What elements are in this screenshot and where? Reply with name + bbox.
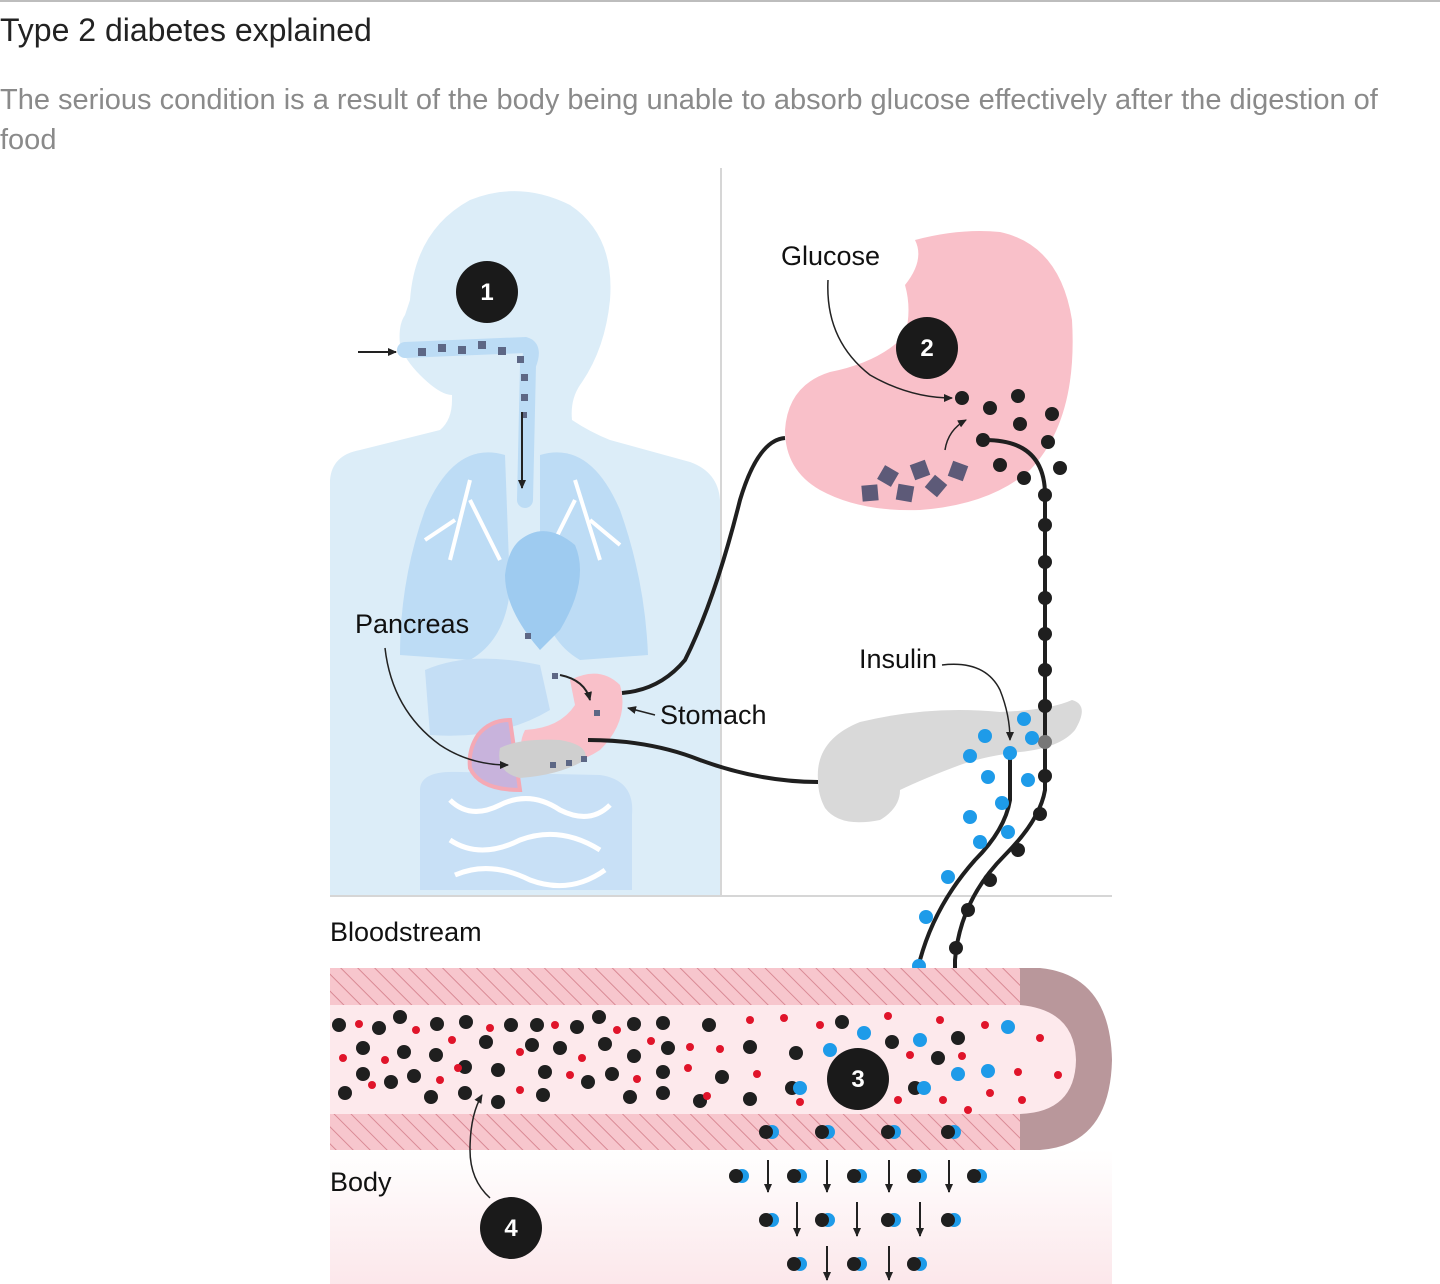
vessel-wall-bottom xyxy=(330,1114,1020,1150)
label-stomach: Stomach xyxy=(660,700,767,730)
step-marker-2: 2 xyxy=(896,317,958,379)
glucose-release-arrow xyxy=(944,419,967,451)
step-number-2: 2 xyxy=(920,335,933,362)
human-body-silhouette xyxy=(330,191,720,896)
food-to-stomach-arrow xyxy=(559,674,592,701)
page-title: Type 2 diabetes explained xyxy=(0,12,372,48)
insulin-dots xyxy=(912,712,1039,973)
step-number-4: 4 xyxy=(504,1215,518,1242)
glucose-dots-blood xyxy=(332,1010,965,1109)
pancreas-callout-line xyxy=(384,647,509,769)
label-insulin: Insulin xyxy=(859,644,937,674)
glucose-insulin-pairs-body xyxy=(729,1169,987,1271)
step-number-1: 1 xyxy=(480,279,493,306)
label-body: Body xyxy=(330,1167,392,1197)
step-marker-1: 1 xyxy=(456,261,518,323)
red-blood-cells xyxy=(339,1012,1062,1114)
pancreas-large xyxy=(817,700,1082,823)
stomach-connector-line xyxy=(621,436,786,695)
step4-callout-line xyxy=(469,1094,491,1199)
absorption-arrows xyxy=(764,1160,953,1281)
page-subtitle: The serious condition is a result of the… xyxy=(0,84,1378,156)
step-number-3: 3 xyxy=(851,1066,864,1093)
label-pancreas: Pancreas xyxy=(355,609,469,639)
vessel-wall-top xyxy=(330,968,1020,1005)
top-rule xyxy=(0,0,1440,2)
pancreas-connector-line xyxy=(587,738,819,784)
insulin-dots-blood xyxy=(793,1020,1015,1095)
blood-vessel xyxy=(330,968,1112,1150)
glucose-callout-line xyxy=(827,279,953,402)
glucose-dots-stomach xyxy=(955,389,1067,485)
step-marker-3: 3 xyxy=(827,1048,889,1110)
food-particles-stomach xyxy=(861,459,969,503)
insulin-path-line xyxy=(913,752,1012,1020)
insulin-callout-line xyxy=(941,663,1014,741)
food-particles-body xyxy=(418,341,600,768)
stomach-callout-line xyxy=(627,706,656,716)
step-marker-4: 4 xyxy=(480,1197,542,1259)
label-glucose: Glucose xyxy=(781,241,880,271)
vessel-inner xyxy=(330,1005,1020,1114)
body-pancreas xyxy=(499,739,586,778)
label-bloodstream: Bloodstream xyxy=(330,917,482,947)
body-tissue-area xyxy=(330,1150,1112,1284)
